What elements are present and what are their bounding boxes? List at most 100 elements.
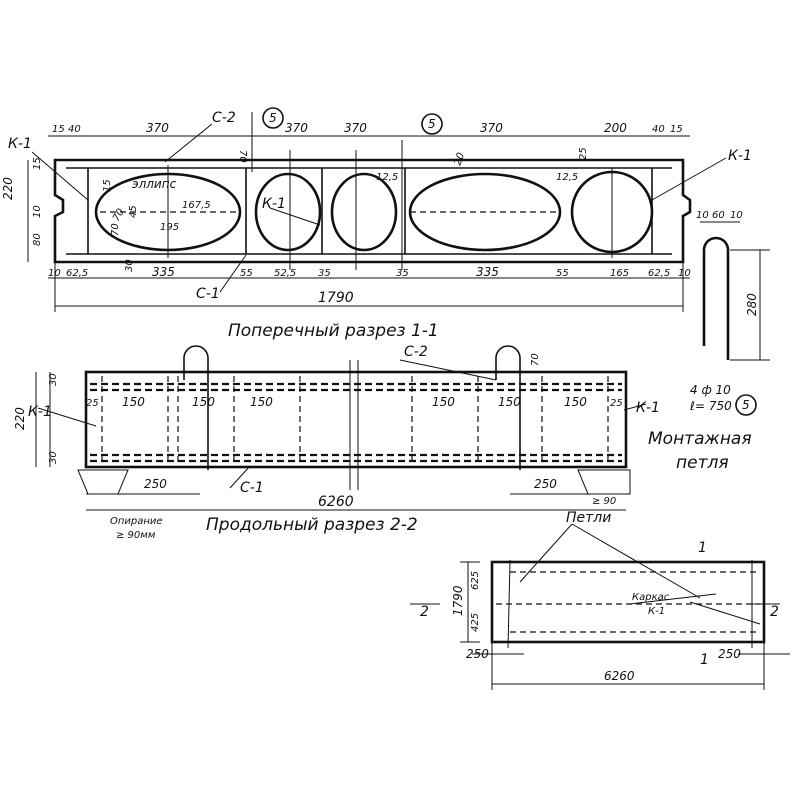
spacing-4: 150 xyxy=(432,395,455,409)
loop-spec-2: ℓ= 750 xyxy=(689,399,732,413)
cross-section-caption: Поперечный разрез 1-1 xyxy=(228,321,439,341)
plan-section-1-bottom: 1 xyxy=(700,652,709,668)
callout-1: 5 xyxy=(269,111,277,125)
void-ellipse-3 xyxy=(330,172,398,252)
plan-view: Петли Каркас К-1 2 2 1 1 1790 625 425 25… xyxy=(410,510,790,690)
stirrups xyxy=(101,376,609,463)
loop-spec-1: 4 ф 10 xyxy=(690,383,731,397)
frames xyxy=(87,168,653,254)
inner-dim-9: 12,5 xyxy=(556,172,578,183)
k1-mid-label: К-1 xyxy=(262,196,286,212)
callout-2: 5 xyxy=(428,117,436,131)
plan-frame-label-1: Каркас xyxy=(632,592,670,603)
loop-dim-3: 280 xyxy=(745,293,759,316)
plan-dim-left-0: 625 xyxy=(470,571,481,590)
voids xyxy=(94,170,654,254)
bottom-dim-7: 335 xyxy=(476,265,499,279)
c1-label: С-1 xyxy=(196,286,220,302)
inner-dim-4: 45 xyxy=(128,205,139,218)
loop-dim-0: 10 xyxy=(696,210,709,221)
cross-section: К-1 С-2 5 5 К-1 К-1 эллипс С-1 220 1790 … xyxy=(1,107,752,341)
spacing-2: 150 xyxy=(192,395,215,409)
top-dim-1: 40 xyxy=(68,124,81,135)
long-k1-left: К-1 xyxy=(28,404,52,420)
loop-left xyxy=(183,345,209,470)
bottom-dim-11: 10 xyxy=(678,268,691,279)
bottom-dim-8: 55 xyxy=(556,268,569,279)
end-dim-right: 250 xyxy=(534,477,557,491)
inner-dim-0: 70 xyxy=(237,150,248,163)
long-c2: С-2 xyxy=(404,344,428,360)
top-dim-6: 200 xyxy=(604,121,627,135)
spacing-1: 150 xyxy=(122,395,145,409)
plan-end-right: 250 xyxy=(718,647,741,661)
top-dim-4: 370 xyxy=(344,121,367,135)
spacing-3: 150 xyxy=(250,395,273,409)
left-dim-1: 10 xyxy=(32,205,43,218)
support-left xyxy=(77,469,129,495)
inner-dim-5: 15 xyxy=(102,179,113,192)
void-ellipse-2 xyxy=(254,172,322,252)
plan-frame-label-2: К-1 xyxy=(648,606,665,617)
support-right: ≥ 90 xyxy=(592,496,616,507)
loop-right xyxy=(495,345,521,470)
bottom-dim-9: 165 xyxy=(610,268,629,279)
inner-dim-3: 70 xyxy=(111,207,127,224)
spacing-5: 150 xyxy=(498,395,521,409)
support-value: ≥ 90мм xyxy=(116,530,156,541)
top-dim-8: 15 xyxy=(670,124,683,135)
plan-width: 1790 xyxy=(451,585,465,616)
long-c1: С-1 xyxy=(240,480,264,496)
bottom-dim-5: 35 xyxy=(318,268,331,279)
spacing-6: 150 xyxy=(564,395,587,409)
spacing-7: 25 xyxy=(610,398,623,409)
inner-dim-2: 195 xyxy=(160,222,179,233)
support-right xyxy=(577,469,631,495)
loop-title-1: Монтажная xyxy=(648,429,752,449)
top-dim-0: 15 xyxy=(52,124,65,135)
left-dim-2: 80 xyxy=(32,233,43,246)
bottom-dim-6: 35 xyxy=(396,268,409,279)
bottom-dim-10: 62,5 xyxy=(648,268,670,279)
bottom-dim-1: 62,5 xyxy=(66,268,88,279)
loop-dim: 70 xyxy=(530,353,541,366)
loop-callout-circle xyxy=(735,394,757,416)
inner-dim-7: 25 xyxy=(578,147,589,160)
plan-dim-left-1: 425 xyxy=(470,613,481,632)
bottom-dim-2: 335 xyxy=(152,265,175,279)
support-note: Опирание xyxy=(110,516,163,527)
lifting-loop-detail: 10 60 10 280 4 ф 10 ℓ= 750 5 Монтажная п… xyxy=(648,210,770,473)
long-caption: Продольный разрез 2-2 xyxy=(206,515,418,535)
plan-section-2-right: 2 xyxy=(770,604,779,620)
loop-callout: 5 xyxy=(742,398,750,412)
long-k1-right: К-1 xyxy=(636,400,660,416)
overall-dim: 1790 xyxy=(318,290,354,306)
k1-right-label: К-1 xyxy=(728,148,752,164)
inner-dim-10: 70 xyxy=(110,223,121,236)
top-dim-5: 370 xyxy=(480,121,503,135)
plan-overall: 6260 xyxy=(604,669,635,683)
beam-outline xyxy=(84,370,628,469)
k1-left-label: К-1 xyxy=(8,136,32,152)
height-dim: 220 xyxy=(1,177,15,200)
top-dim-3: 370 xyxy=(285,121,308,135)
ellipse-label: эллипс xyxy=(132,177,177,191)
top-dim-7: 40 xyxy=(652,124,665,135)
loop-dim-2: 10 xyxy=(730,210,743,221)
plan-outline xyxy=(490,560,766,644)
callout-circle-1 xyxy=(262,107,284,129)
c2-label: С-2 xyxy=(212,110,236,126)
left-dim-0: 15 xyxy=(32,157,43,170)
long-top-dim: 30 xyxy=(48,373,59,386)
bottom-dim-3: 55 xyxy=(240,268,253,279)
spacing-0: 25 xyxy=(86,398,99,409)
callout-circle-2 xyxy=(421,113,443,135)
top-dim-2: 370 xyxy=(146,121,169,135)
plan-loops-label: Петли xyxy=(566,510,611,526)
inner-dim-6: 20 xyxy=(452,151,467,167)
end-dim-left: 250 xyxy=(144,477,167,491)
long-overall: 6260 xyxy=(318,494,354,510)
loop-shape xyxy=(702,236,730,360)
loop-title-2: петля xyxy=(676,453,729,473)
